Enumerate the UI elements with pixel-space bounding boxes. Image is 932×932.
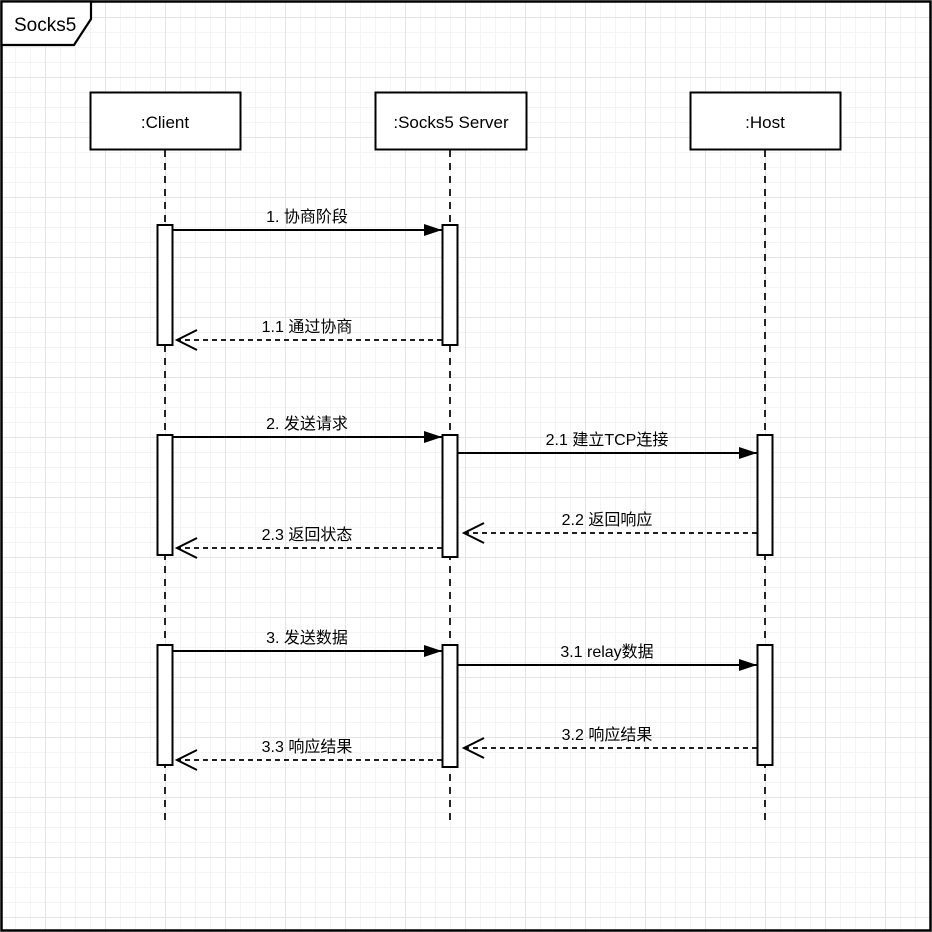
activation-client-1 [156, 224, 174, 346]
activation-host-3 [756, 644, 774, 766]
message-2.1-label: 2.1 建立TCP连接 [546, 431, 669, 449]
frame-label-shape [0, 0, 93, 47]
message-2: 2. 发送请求 [173, 415, 442, 443]
message-3.2: 3.2 响应结果 [461, 725, 757, 759]
message-2.1: 2.1 建立TCP连接 [458, 431, 757, 459]
actor-client-box [89, 91, 242, 151]
message-2.2: 2.2 返回响应 [461, 510, 757, 544]
message-1.1: 1.1 通过协商 [174, 318, 442, 351]
actor-socks5-server-label: :Socks5 Server [393, 113, 509, 132]
actor-host-label: :Host [745, 113, 785, 132]
activation-host-2 [756, 434, 774, 556]
message-3.2-label: 3.2 响应结果 [562, 725, 653, 744]
activation-server-1 [441, 224, 459, 346]
actor-client: :Client [89, 91, 242, 151]
actor-socks5-server: :Socks5 Server [374, 91, 528, 151]
message-3.1: 3.1 relay数据 [458, 643, 757, 671]
actor-socks5-server-box [374, 91, 528, 151]
activation-server-2 [441, 434, 459, 558]
message-3.3: 3.3 响应结果 [174, 737, 442, 771]
activation-client-3 [156, 644, 174, 766]
activation-server-3 [441, 644, 459, 768]
actor-host: :Host [689, 91, 842, 151]
message-1.1-label: 1.1 通过协商 [262, 318, 353, 336]
message-3.3-label: 3.3 响应结果 [262, 737, 353, 756]
frame-title: Socks5 [14, 15, 76, 36]
message-2-label: 2. 发送请求 [266, 415, 348, 433]
message-3.1-label: 3.1 relay数据 [560, 643, 653, 661]
message-3-label: 3. 发送数据 [266, 629, 348, 647]
actor-host-box [689, 91, 842, 151]
activation-client-2 [156, 434, 174, 556]
message-2.3-label: 2.3 返回状态 [262, 526, 353, 544]
message-1-label: 1. 协商阶段 [266, 208, 348, 226]
message-3: 3. 发送数据 [173, 629, 442, 657]
message-2.3: 2.3 返回状态 [174, 526, 442, 559]
actor-client-label: :Client [141, 113, 189, 132]
message-1: 1. 协商阶段 [173, 208, 442, 236]
message-2.2-label: 2.2 返回响应 [562, 510, 653, 529]
